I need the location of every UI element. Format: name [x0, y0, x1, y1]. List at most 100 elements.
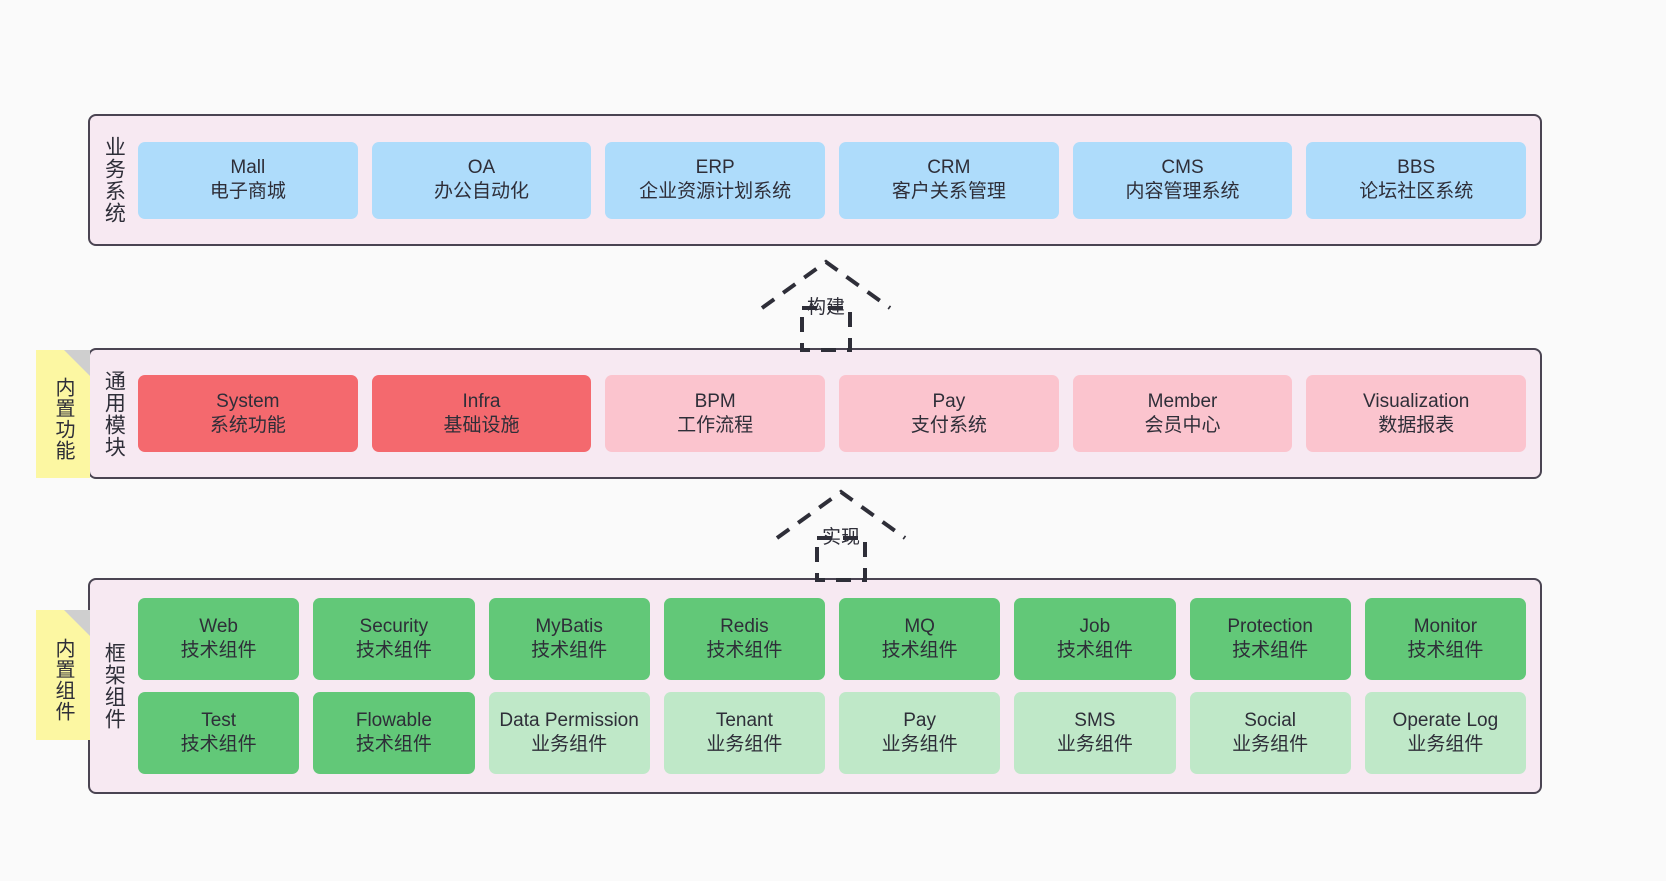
card-erp-subtitle: 企业资源计划系统	[639, 181, 792, 202]
card-mall-subtitle: 电子商城	[209, 181, 286, 202]
build-arrowhead	[760, 259, 892, 310]
card-pay-component-title: Pay	[903, 710, 936, 732]
card-social-subtitle: 业务组件	[1232, 734, 1309, 755]
card-bpm-subtitle: 工作流程	[677, 414, 754, 436]
card-redis[interactable]: Redis 技术组件	[663, 598, 825, 680]
card-mall-title: Mall	[230, 157, 266, 179]
card-monitor-subtitle: 技术组件	[1407, 640, 1484, 661]
card-flowable[interactable]: Flowable 技术组件	[313, 692, 475, 774]
card-sms-subtitle: 业务组件	[1056, 734, 1133, 755]
card-redis-title: Redis	[720, 616, 769, 638]
card-job-subtitle: 技术组件	[1056, 640, 1133, 661]
connector-build-arrow	[760, 259, 892, 352]
card-member-title: Member	[1147, 390, 1218, 412]
card-infra[interactable]: Infra 基础设施	[371, 375, 592, 452]
build-stem	[800, 306, 852, 352]
card-cms[interactable]: CMS 内容管理系统	[1072, 141, 1293, 219]
card-bbs[interactable]: BBS 论坛社区系统	[1306, 141, 1527, 219]
layer-general-modules: 通用模块 System 系统功能 Infra 基础设施 BPM 工作流程 Pay	[88, 348, 1542, 479]
card-data-permission[interactable]: Data Permission 业务组件	[488, 692, 650, 774]
card-bpm[interactable]: BPM 工作流程	[605, 375, 826, 452]
modules-card-row: System 系统功能 Infra 基础设施 BPM 工作流程 Pay 支付系统…	[138, 375, 1527, 452]
sticky-note-builtin-features-label: 内置功能	[52, 377, 74, 461]
card-visualization-title: Visualization	[1363, 390, 1470, 412]
layer-body-framework: Web 技术组件 Security 技术组件 MyBatis 技术组件 Redi…	[136, 580, 1540, 792]
card-infra-subtitle: 基础设施	[443, 414, 520, 436]
card-pay-module-subtitle: 支付系统	[910, 414, 987, 436]
business-card-row: Mall 电子商城 OA 办公自动化 ERP 企业资源计划系统 CRM 客户关系…	[138, 141, 1527, 219]
card-social[interactable]: Social 业务组件	[1189, 692, 1351, 774]
card-job[interactable]: Job 技术组件	[1014, 598, 1176, 680]
card-operate-log[interactable]: Operate Log 业务组件	[1364, 692, 1526, 774]
card-sms-title: SMS	[1074, 710, 1116, 732]
card-bpm-title: BPM	[694, 390, 736, 412]
layer-title-business: 业务系统	[102, 136, 126, 224]
card-test-title: Test	[201, 710, 237, 732]
card-oa-subtitle: 办公自动化	[434, 181, 530, 202]
card-tenant-subtitle: 业务组件	[706, 734, 783, 755]
card-tenant[interactable]: Tenant 业务组件	[663, 692, 825, 774]
card-operate-log-subtitle: 业务组件	[1407, 734, 1484, 755]
card-flowable-subtitle: 技术组件	[355, 734, 432, 755]
card-mq-subtitle: 技术组件	[881, 640, 958, 661]
card-protection[interactable]: Protection 技术组件	[1189, 598, 1351, 680]
card-pay-module[interactable]: Pay 支付系统	[839, 375, 1059, 452]
card-test[interactable]: Test 技术组件	[138, 692, 300, 774]
card-oa-title: OA	[467, 157, 496, 179]
realize-stem	[815, 536, 867, 582]
card-security[interactable]: Security 技术组件	[313, 598, 475, 680]
layer-title-modules: 通用模块	[102, 369, 126, 458]
connector-build-label: 构建	[806, 297, 846, 318]
card-crm-subtitle: 客户关系管理	[891, 181, 1006, 202]
page-fold-icon	[64, 610, 90, 636]
connector-realize: 实现	[765, 488, 917, 582]
page-fold-icon	[64, 350, 90, 376]
card-monitor[interactable]: Monitor 技术组件	[1364, 598, 1526, 680]
layer-title-framework: 框架组件	[102, 642, 126, 730]
card-cms-title: CMS	[1161, 157, 1204, 179]
card-job-title: Job	[1079, 616, 1111, 638]
card-member-subtitle: 会员中心	[1144, 414, 1221, 436]
layer-body-modules: System 系统功能 Infra 基础设施 BPM 工作流程 Pay 支付系统…	[136, 350, 1540, 477]
card-visualization-subtitle: 数据报表	[1378, 414, 1455, 436]
sticky-note-builtin-features: 内置功能	[36, 350, 90, 478]
card-sms[interactable]: SMS 业务组件	[1014, 692, 1176, 774]
card-oa[interactable]: OA 办公自动化	[371, 141, 592, 219]
card-security-title: Security	[359, 616, 429, 638]
layer-framework-components: 框架组件 Web 技术组件 Security 技术组件 MyBatis 技术组件…	[88, 578, 1542, 794]
sticky-note-builtin-components-label: 内置组件	[52, 638, 74, 722]
sticky-note-builtin-components: 内置组件	[36, 610, 90, 740]
card-test-subtitle: 技术组件	[180, 734, 257, 755]
card-security-subtitle: 技术组件	[355, 640, 432, 661]
connector-realize-label: 实现	[821, 527, 861, 548]
card-system-subtitle: 系统功能	[209, 414, 286, 436]
card-crm[interactable]: CRM 客户关系管理	[839, 141, 1059, 219]
card-mq-title: MQ	[904, 616, 935, 638]
card-pay-component-subtitle: 业务组件	[881, 734, 958, 755]
card-pay-component[interactable]: Pay 业务组件	[839, 692, 1001, 774]
card-member[interactable]: Member 会员中心	[1072, 375, 1293, 452]
card-mybatis-title: MyBatis	[535, 616, 603, 638]
card-mybatis[interactable]: MyBatis 技术组件	[488, 598, 650, 680]
card-mq[interactable]: MQ 技术组件	[839, 598, 1001, 680]
card-infra-title: Infra	[462, 390, 501, 412]
card-web[interactable]: Web 技术组件	[138, 598, 300, 680]
connector-build: 构建	[750, 258, 902, 352]
card-erp[interactable]: ERP 企业资源计划系统	[605, 141, 826, 219]
card-web-title: Web	[199, 616, 238, 638]
card-system[interactable]: System 系统功能	[138, 375, 358, 452]
card-data-permission-subtitle: 业务组件	[531, 734, 608, 755]
card-protection-subtitle: 技术组件	[1232, 640, 1309, 661]
card-mall[interactable]: Mall 电子商城	[138, 141, 358, 219]
layer-business-systems: 业务系统 Mall 电子商城 OA 办公自动化 ERP 企业资源计划系统 CRM	[88, 114, 1542, 246]
card-redis-subtitle: 技术组件	[706, 640, 783, 661]
card-visualization[interactable]: Visualization 数据报表	[1306, 375, 1527, 452]
card-crm-title: CRM	[927, 157, 971, 179]
card-social-title: Social	[1244, 710, 1296, 732]
card-bbs-subtitle: 论坛社区系统	[1359, 181, 1474, 202]
card-cms-subtitle: 内容管理系统	[1125, 181, 1240, 202]
realize-arrowhead	[775, 489, 907, 540]
card-data-permission-title: Data Permission	[499, 710, 639, 732]
framework-card-row-technical: Web 技术组件 Security 技术组件 MyBatis 技术组件 Redi…	[138, 598, 1526, 680]
